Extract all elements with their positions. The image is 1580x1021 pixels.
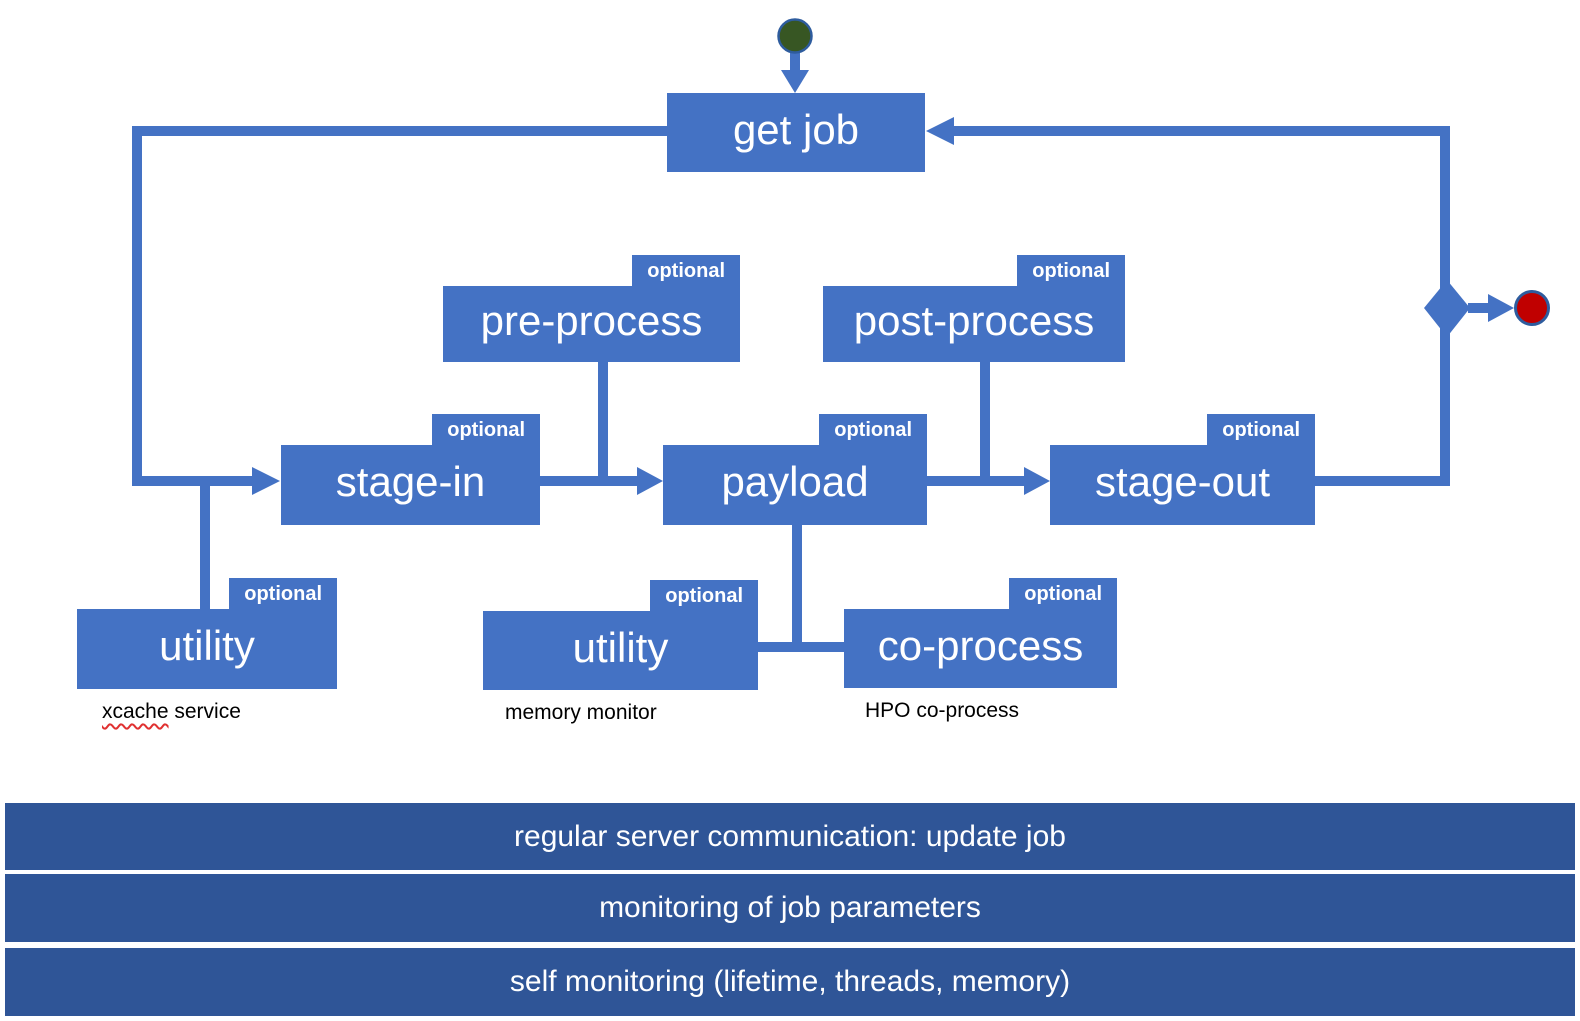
node-pre-process: optional pre-process	[443, 255, 740, 362]
node-get-job: get job	[667, 93, 925, 172]
optional-tag: optional	[1017, 255, 1125, 287]
node-payload-label: payload	[721, 458, 869, 505]
node-co-process-label: co-process	[877, 621, 1084, 669]
optional-tag: optional	[432, 414, 540, 446]
arrowhead-into-end	[1488, 294, 1514, 322]
band-self-monitoring: self monitoring (lifetime, threads, memo…	[5, 948, 1575, 1016]
node-utility-memory-caption: memory monitor	[505, 701, 657, 724]
arrowhead-into-stagein	[252, 467, 280, 495]
connector-getjob-to-stagein	[132, 126, 667, 486]
node-utility-memory-label: utility	[572, 623, 669, 671]
arrowhead-into-stageout	[1024, 467, 1050, 495]
optional-tag: optional	[632, 255, 740, 287]
node-stage-in: optional stage-in	[281, 414, 540, 525]
optional-tag: optional	[650, 580, 758, 612]
optional-tag: optional	[819, 414, 927, 446]
optional-tag: optional	[229, 578, 337, 610]
node-co-process-caption: HPO co-process	[865, 699, 1020, 722]
arrowhead-into-getjob-right	[926, 117, 954, 145]
node-payload: optional payload	[663, 414, 927, 525]
decision-diamond	[1424, 280, 1470, 337]
end-circle	[1514, 290, 1550, 326]
node-utility-xcache: optional utility xcache service	[77, 578, 337, 723]
optional-tag: optional	[1009, 578, 1117, 610]
node-post-process: optional post-process	[823, 255, 1125, 362]
start-circle	[777, 18, 813, 54]
band-server-communication: regular server communication: update job	[5, 803, 1575, 870]
node-pre-process-label: pre-process	[480, 297, 703, 344]
node-stage-in-label: stage-in	[335, 458, 486, 505]
node-utility-xcache-caption: xcache service	[102, 700, 241, 723]
node-utility-xcache-label: utility	[159, 622, 255, 669]
node-stage-out-label: stage-out	[1094, 458, 1271, 505]
node-post-process-label: post-process	[853, 297, 1095, 344]
node-co-process: optional co-process HPO co-process	[844, 578, 1117, 722]
band-job-monitoring: monitoring of job parameters	[5, 874, 1575, 942]
arrowhead-into-payload	[637, 467, 663, 495]
optional-tag: optional	[1207, 414, 1315, 446]
node-get-job-label: get job	[732, 105, 860, 153]
node-utility-memory: optional utility memory monitor	[483, 580, 758, 724]
node-stage-out: optional stage-out	[1050, 414, 1315, 525]
arrowhead-into-getjob-top	[781, 70, 809, 93]
